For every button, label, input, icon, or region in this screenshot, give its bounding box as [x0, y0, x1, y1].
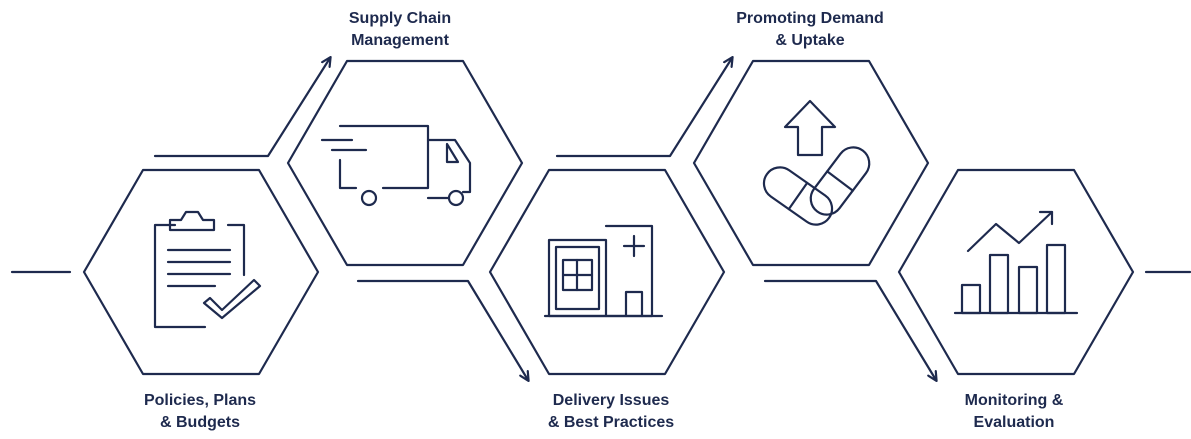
label-delivery-line-2: & Best Practices	[547, 414, 675, 431]
hospital-building-icon	[543, 224, 664, 318]
connector-arrow-4	[763, 279, 938, 383]
delivery-truck-icon	[320, 124, 472, 207]
label-supply-chain-line-2: Management	[351, 32, 449, 49]
hexagon-policies	[82, 168, 320, 376]
hexagon-monitoring	[897, 168, 1135, 376]
label-policies-line-1: Policies, Plans	[143, 392, 257, 409]
label-supply-chain: Supply Chain Management	[290, 8, 510, 52]
bar-chart-trend-icon	[953, 210, 1079, 315]
label-policies: Policies, Plans & Budgets	[90, 390, 310, 434]
label-monitoring-line-1: Monitoring &	[964, 392, 1064, 409]
hexagon-delivery	[488, 168, 726, 376]
label-delivery: Delivery Issues & Best Practices	[501, 390, 721, 434]
label-demand-line-2: & Uptake	[775, 32, 845, 49]
clipboard-check-icon	[153, 210, 262, 329]
connector-arrow-1	[153, 55, 332, 158]
label-monitoring-line-2: Evaluation	[973, 414, 1055, 431]
label-delivery-line-1: Delivery Issues	[552, 392, 670, 409]
label-monitoring: Monitoring & Evaluation	[904, 390, 1124, 434]
label-supply-chain-line-1: Supply Chain	[348, 10, 452, 27]
hexagon-supply-chain	[286, 59, 524, 267]
label-demand-line-1: Promoting Demand	[736, 10, 884, 27]
label-policies-line-2: & Budgets	[160, 414, 240, 431]
connector-arrow-3	[555, 55, 734, 158]
connector-arrow-2	[356, 279, 530, 383]
hexagon-demand	[692, 59, 930, 267]
pills-arrow-up-icon	[762, 99, 871, 226]
label-demand: Promoting Demand & Uptake	[700, 8, 920, 52]
